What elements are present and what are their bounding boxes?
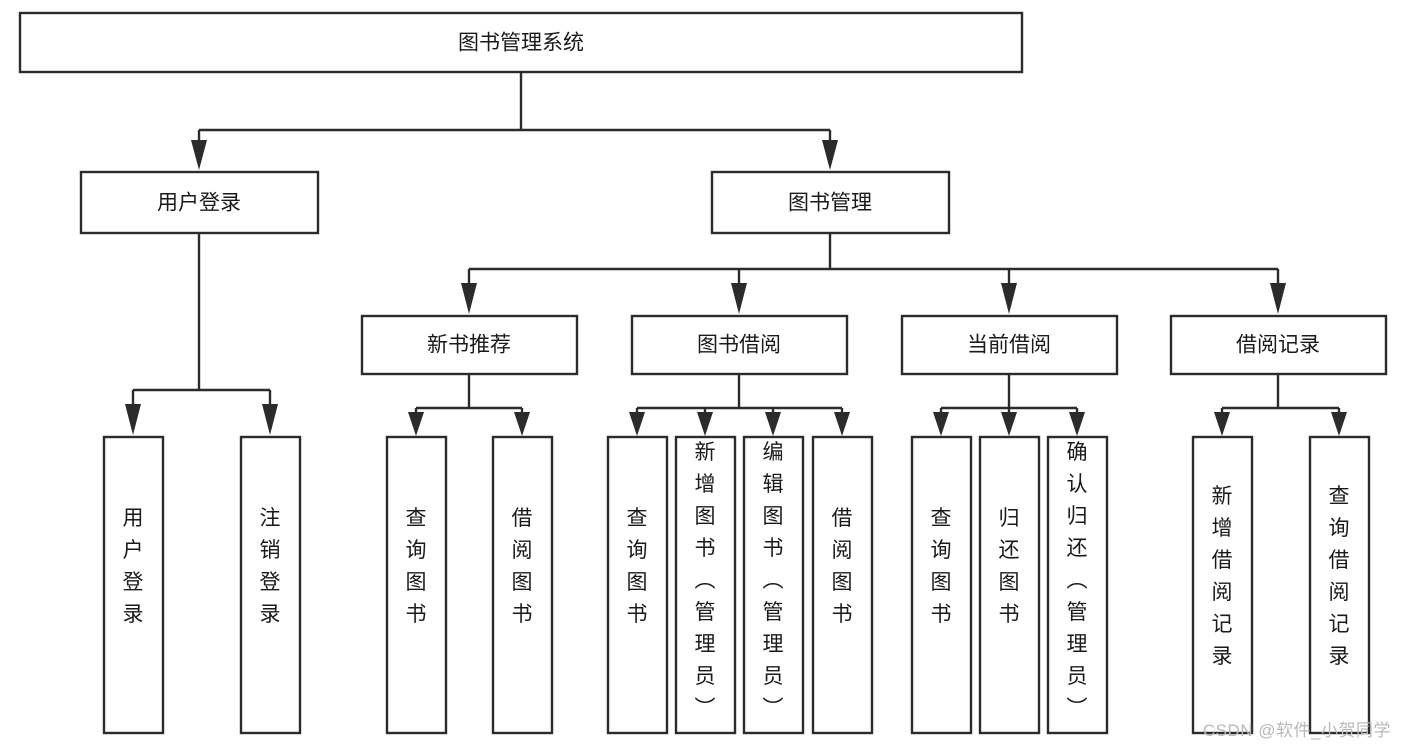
node-label-leaf-user-login: 用户登录	[123, 507, 144, 626]
connector-bookmanage-to-level3	[461, 233, 1286, 314]
node-leaf-borrow-book-1[interactable]: 借阅图书	[491, 435, 554, 735]
node-label-leaf-borrow-book-1: 借阅图书	[512, 507, 533, 626]
node-box-rect[interactable]	[239, 435, 302, 735]
arrow-head-icon	[125, 404, 141, 435]
node-leaf-query-book-2[interactable]: 查询图书	[606, 435, 669, 735]
node-label-leaf-query-book-1: 查询图书	[406, 507, 427, 626]
arrow-head-icon	[822, 140, 838, 170]
node-box-rect[interactable]	[79, 170, 320, 235]
node-box-rect[interactable]	[811, 435, 874, 735]
node-box-rect[interactable]	[1191, 435, 1254, 735]
node-box-rect[interactable]	[1046, 435, 1109, 735]
arrow-head-icon	[731, 283, 747, 314]
node-user-login[interactable]: 用户登录	[79, 170, 320, 235]
connector-currentborrow-to-leaves	[933, 374, 1085, 436]
node-leaf-query-record[interactable]: 查询借阅记录	[1308, 435, 1371, 735]
node-borrow-record[interactable]: 借阅记录	[1169, 314, 1388, 376]
node-box-rect[interactable]	[1169, 314, 1388, 376]
node-box-rect[interactable]	[1308, 435, 1371, 735]
node-box-rect[interactable]	[18, 11, 1024, 74]
node-label-leaf-confirm-return: 确认归还︵管理员︶	[1067, 441, 1088, 720]
node-book-borrow[interactable]: 图书借阅	[630, 314, 849, 376]
node-label-leaf-query-book-3: 查询图书	[931, 507, 952, 626]
node-label-leaf-add-record: 新增借阅记录	[1212, 485, 1233, 668]
node-label-leaf-edit-book: 编辑图书︵管理员︶	[763, 441, 784, 720]
arrow-head-icon	[1069, 412, 1085, 436]
connector-bookborrow-to-leaves	[629, 374, 850, 436]
connector-newbook-to-leaves	[408, 374, 530, 436]
node-label-leaf-logout: 注销登录	[260, 507, 281, 626]
node-leaf-query-book-1[interactable]: 查询图书	[385, 435, 448, 735]
arrow-head-icon	[834, 412, 850, 436]
node-leaf-logout[interactable]: 注销登录	[239, 435, 302, 735]
node-box-rect[interactable]	[385, 435, 448, 735]
node-box-rect[interactable]	[910, 435, 973, 735]
arrow-head-icon	[765, 412, 781, 436]
node-book-manage[interactable]: 图书管理	[710, 170, 951, 235]
node-box-rect[interactable]	[491, 435, 554, 735]
node-root[interactable]: 图书管理系统	[18, 11, 1024, 74]
node-label-new-book-rec: 新书推荐	[427, 334, 511, 357]
node-leaf-edit-book[interactable]: 编辑图书︵管理员︶	[742, 435, 805, 735]
node-box-rect[interactable]	[978, 435, 1041, 735]
node-label-user-login: 用户登录	[157, 192, 241, 215]
node-label-book-manage: 图书管理	[788, 192, 872, 215]
arrow-head-icon	[697, 412, 713, 436]
node-label-borrow-record: 借阅记录	[1236, 334, 1320, 357]
node-label-book-borrow: 图书借阅	[697, 334, 781, 357]
node-label-leaf-return-book: 归还图书	[999, 507, 1020, 626]
node-label-leaf-add-book: 新增图书︵管理员︶	[695, 441, 716, 720]
arrow-head-icon	[1001, 412, 1017, 436]
node-label-leaf-borrow-book-2: 借阅图书	[832, 507, 853, 626]
arrow-head-icon	[1214, 412, 1230, 436]
connector-borrowrecord-to-leaves	[1214, 374, 1347, 436]
arrow-head-icon	[461, 283, 477, 314]
arrow-head-icon	[262, 404, 278, 435]
node-box-rect[interactable]	[102, 435, 165, 735]
node-leaf-confirm-return[interactable]: 确认归还︵管理员︶	[1046, 435, 1109, 735]
node-label-leaf-query-book-2: 查询图书	[627, 507, 648, 626]
arrow-head-icon	[1331, 412, 1347, 436]
watermark: CSDN @软件_小贺同学	[1202, 721, 1391, 740]
node-box-rect[interactable]	[710, 170, 951, 235]
node-leaf-return-book[interactable]: 归还图书	[978, 435, 1041, 735]
node-box-rect[interactable]	[360, 314, 579, 376]
node-box-rect[interactable]	[900, 314, 1119, 376]
node-leaf-add-record[interactable]: 新增借阅记录	[1191, 435, 1254, 735]
arrow-head-icon	[1001, 283, 1017, 314]
node-label-leaf-query-record: 查询借阅记录	[1329, 485, 1350, 668]
arrow-head-icon	[629, 412, 645, 436]
node-new-book-rec[interactable]: 新书推荐	[360, 314, 579, 376]
arrow-head-icon	[191, 140, 207, 170]
node-current-borrow[interactable]: 当前借阅	[900, 314, 1119, 376]
connector-root-to-level2	[191, 72, 838, 170]
node-leaf-query-book-3[interactable]: 查询图书	[910, 435, 973, 735]
node-label-current-borrow: 当前借阅	[967, 334, 1051, 357]
arrow-head-icon	[408, 412, 424, 436]
node-box-rect[interactable]	[742, 435, 805, 735]
node-box-rect[interactable]	[630, 314, 849, 376]
node-leaf-borrow-book-2[interactable]: 借阅图书	[811, 435, 874, 735]
arrow-head-icon	[933, 412, 949, 436]
connector-userlogin-to-leaves	[125, 233, 278, 435]
node-leaf-add-book[interactable]: 新增图书︵管理员︶	[674, 435, 737, 735]
arrow-head-icon	[514, 412, 530, 436]
arrow-head-icon	[1270, 283, 1286, 314]
node-box-rect[interactable]	[606, 435, 669, 735]
node-leaf-user-login[interactable]: 用户登录	[102, 435, 165, 735]
node-box-rect[interactable]	[674, 435, 737, 735]
node-label-root: 图书管理系统	[458, 32, 584, 55]
